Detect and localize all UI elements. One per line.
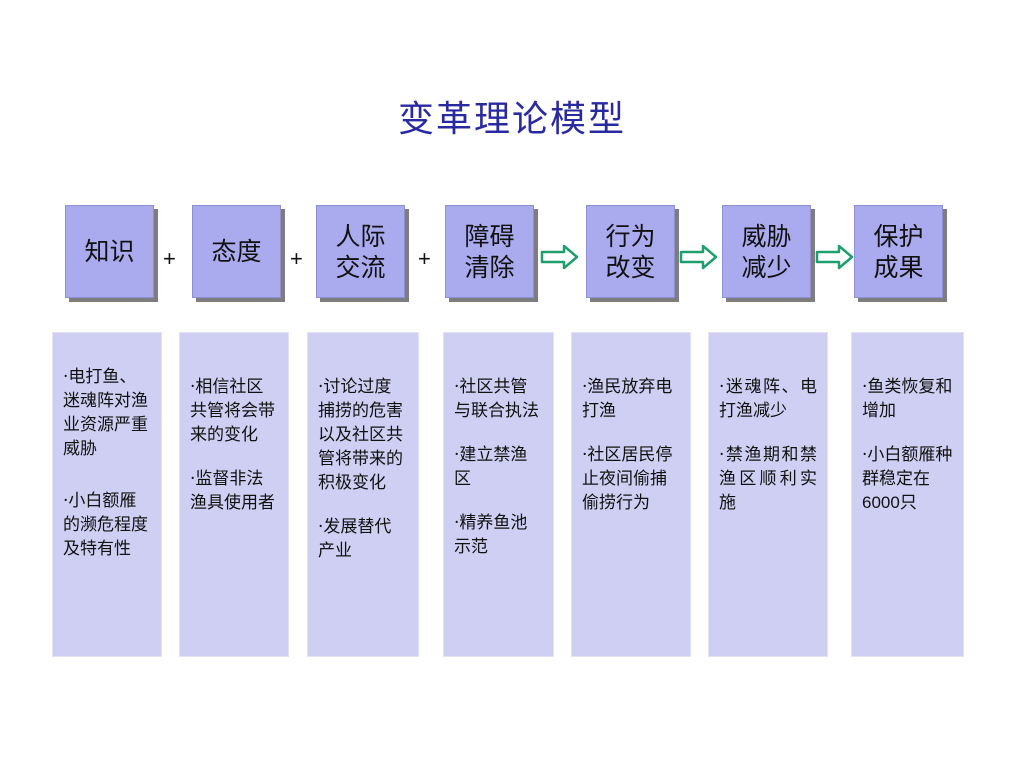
arrow-right-icon bbox=[815, 244, 854, 270]
detail-point: ·发展替代产业 bbox=[318, 517, 392, 561]
stage-label-line2: 减少 bbox=[741, 252, 792, 282]
stage-label-line1: 保护 bbox=[873, 221, 924, 251]
stage-conservation-result: 保护 成果 bbox=[854, 205, 943, 298]
population-count: 6000 bbox=[862, 493, 900, 512]
detail-point: ·精养鱼池示范 bbox=[454, 513, 528, 557]
stage-label-line1: 障碍 bbox=[464, 221, 515, 251]
detail-text: ·小白额雁种群稳定在 bbox=[862, 445, 953, 489]
detail-point: ·社区共管与联合执法 bbox=[454, 377, 539, 421]
plus-sign: + bbox=[163, 246, 176, 271]
unit-label: 只 bbox=[899, 493, 917, 513]
detail-point: ·监督非法渔具使用者 bbox=[190, 469, 275, 513]
arrow-right-icon bbox=[679, 244, 718, 270]
page-title: 变革理论模型 bbox=[397, 99, 626, 140]
stage-label-line2: 清除 bbox=[464, 252, 515, 282]
detail-point: ·鱼类恢复和增加 bbox=[862, 377, 953, 421]
detail-panel-threat-reduction: ·迷魂阵、电打渔减少 ·禁渔期和禁渔区顺利实施 bbox=[709, 333, 827, 656]
detail-point: ·讨论过度捕捞的危害以及社区共管将带来的积极变化 bbox=[318, 377, 403, 493]
detail-panel-knowledge: ·电打鱼、迷魂阵对渔业资源严重威胁 ·小白额雁的濒危程度及特有性 bbox=[53, 333, 161, 656]
stage-label: 知识 bbox=[84, 237, 135, 266]
plus-sign: + bbox=[418, 246, 431, 271]
arrow-right-icon bbox=[540, 244, 579, 270]
stage-label-line2: 交流 bbox=[335, 252, 386, 282]
plus-sign: + bbox=[290, 246, 303, 271]
stage-label-line2: 成果 bbox=[873, 252, 924, 282]
detail-point: ·小白额雁种群稳定在 6000只 bbox=[862, 443, 953, 515]
stage-label: 态度 bbox=[211, 237, 262, 266]
stage-label-line1: 行为 bbox=[605, 221, 656, 251]
stage-barrier-removal: 障碍 清除 bbox=[445, 205, 534, 298]
detail-point: ·迷魂阵、电打渔减少 bbox=[719, 377, 817, 421]
detail-point: ·渔民放弃电打渔 bbox=[582, 377, 673, 421]
stage-knowledge: 知识 bbox=[65, 205, 154, 298]
detail-panel-attitude: ·相信社区共管将会带来的变化 ·监督非法渔具使用者 bbox=[180, 333, 288, 656]
stage-label-line1: 人际 bbox=[335, 221, 386, 251]
stage-behavior-change: 行为 改变 bbox=[586, 205, 675, 298]
stage-label-line1: 威胁 bbox=[741, 221, 792, 251]
detail-panel-conservation-result: ·鱼类恢复和增加 ·小白额雁种群稳定在 6000只 bbox=[852, 333, 963, 656]
detail-panel-communication: ·讨论过度捕捞的危害以及社区共管将带来的积极变化 ·发展替代产业 bbox=[308, 333, 418, 656]
detail-panel-barrier-removal: ·社区共管与联合执法 ·建立禁渔区 ·精养鱼池示范 bbox=[444, 333, 553, 656]
detail-point: ·社区居民停止夜间偷捕偷捞行为 bbox=[582, 445, 673, 513]
detail-point: ·电打鱼、迷魂阵对渔业资源严重威胁 bbox=[63, 367, 148, 459]
detail-panel-behavior-change: ·渔民放弃电打渔 ·社区居民停止夜间偷捕偷捞行为 bbox=[572, 333, 690, 656]
detail-point: ·禁渔期和禁渔区顺利实施 bbox=[719, 445, 817, 513]
stage-threat-reduction: 威胁 减少 bbox=[722, 205, 811, 298]
stage-communication: 人际 交流 bbox=[316, 205, 405, 298]
detail-point: ·小白额雁的濒危程度及特有性 bbox=[63, 491, 148, 559]
detail-point: ·建立禁渔区 bbox=[454, 445, 528, 489]
stage-attitude: 态度 bbox=[192, 205, 281, 298]
stage-label-line2: 改变 bbox=[605, 252, 656, 282]
detail-point: ·相信社区共管将会带来的变化 bbox=[190, 377, 275, 445]
